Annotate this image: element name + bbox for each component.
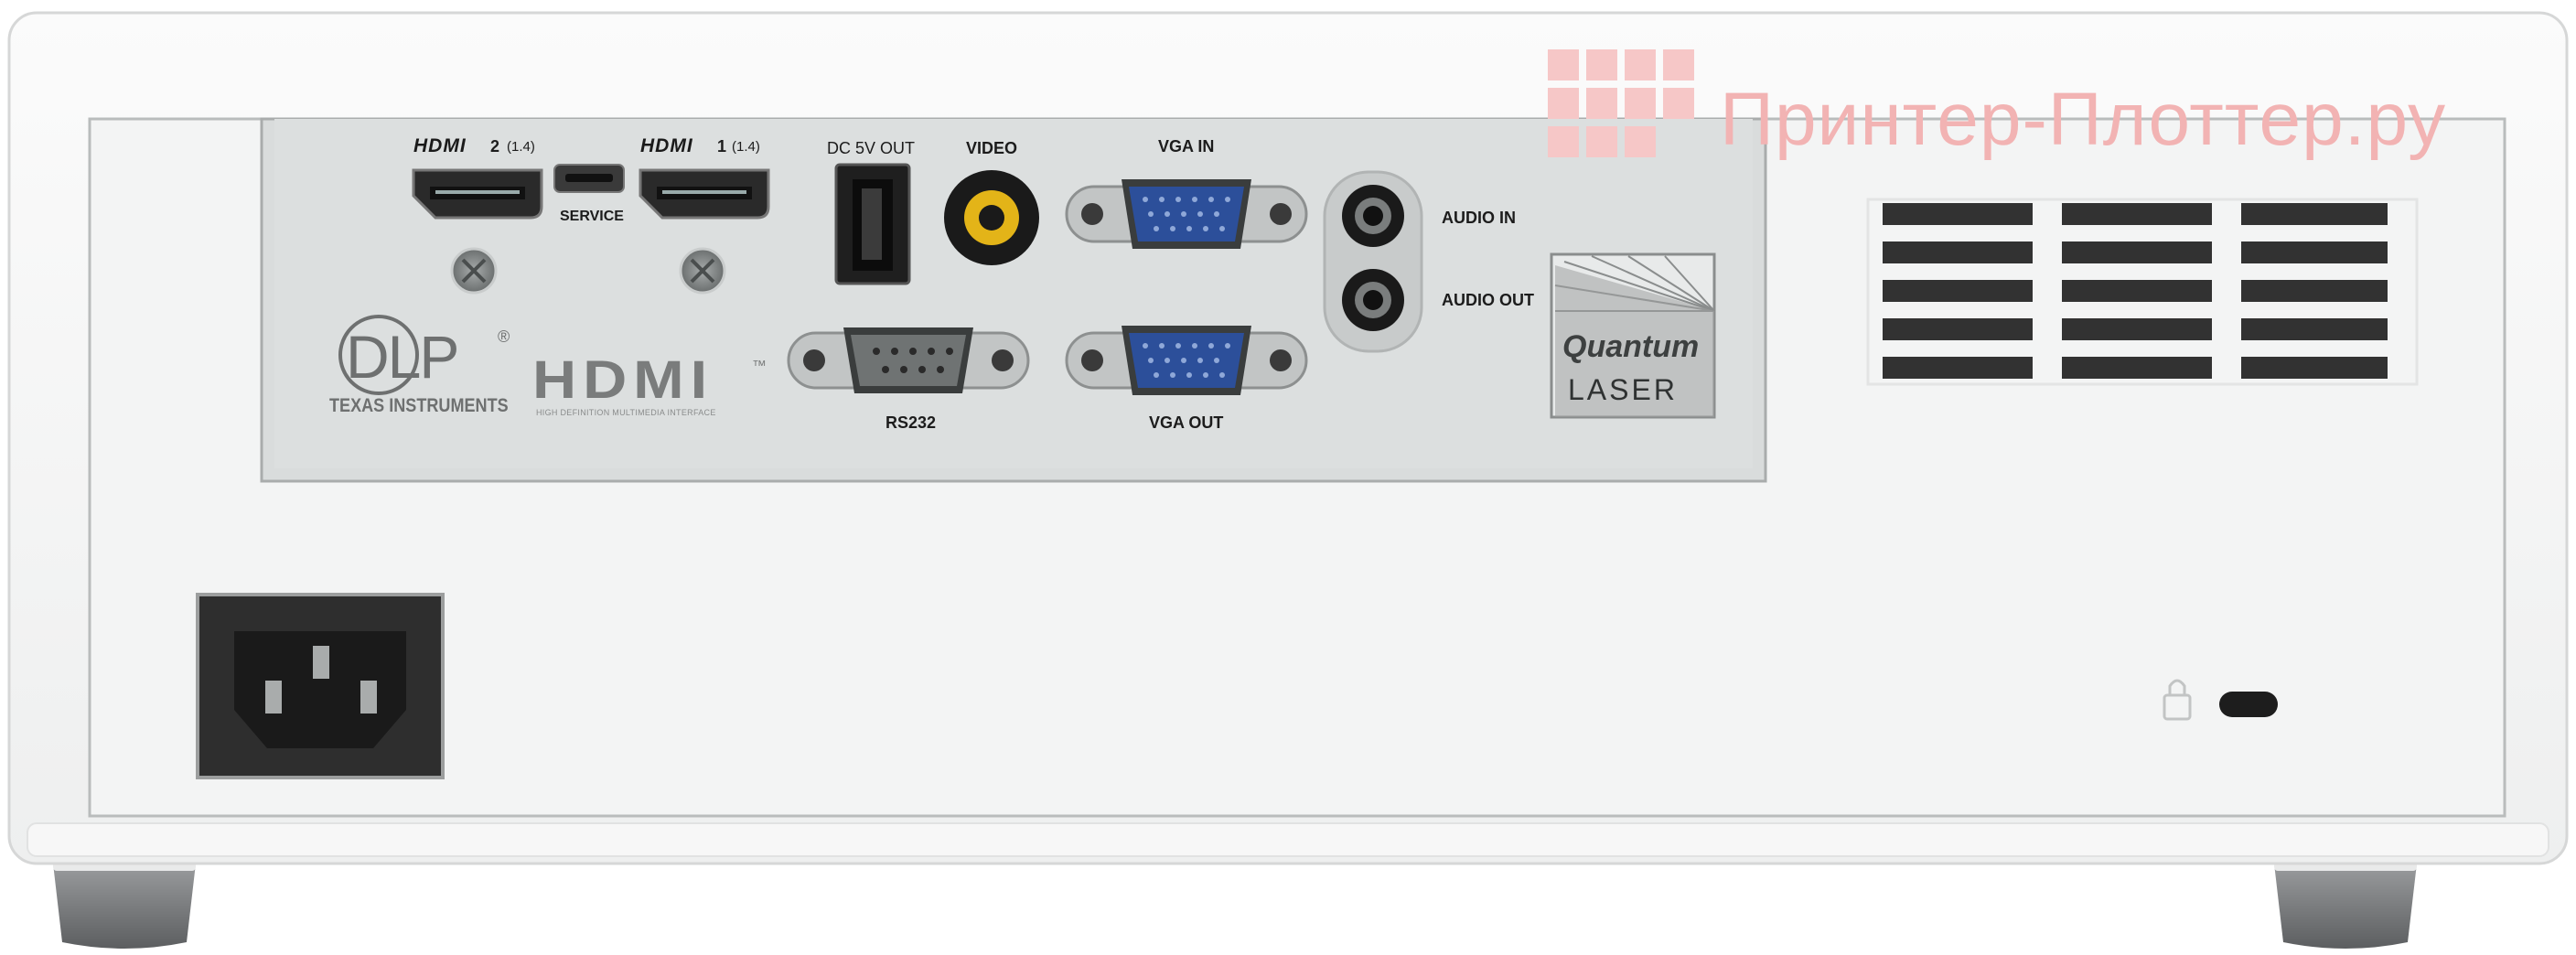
rs232-port[interactable] [787,327,1030,393]
hdmi1-port[interactable] [639,168,770,220]
rs232-label: RS232 [886,413,937,432]
audio-in-jack[interactable] [1342,185,1404,247]
audio-in-label: AUDIO IN [1442,209,1516,227]
dc-5v-out-label: DC 5V OUT [827,139,916,157]
kensington-lock-icon [2163,679,2192,721]
audio-out-jack[interactable] [1342,269,1404,331]
kensington-slot[interactable] [2219,692,2278,717]
service-label: SERVICE [560,209,624,224]
hdmi2-brand-label: HDMI [413,135,467,156]
power-inlet[interactable] [196,593,445,779]
quantum-label: Quantum [1562,329,1700,364]
cooling-vents [1883,203,2388,379]
watermark-logo-icon [1548,49,1694,157]
quantum-laser-badge [1550,252,1716,419]
dc-5v-usb-port[interactable] [834,163,911,285]
hdmi2-screw [450,247,498,295]
hdmi1-brand-label: HDMI [640,135,693,156]
hdmi1-version-label: (1.4) [732,139,760,155]
hdmi-logo-text: HDMI [532,350,714,410]
hdmi2-version-label: (1.4) [507,139,535,155]
dlp-logo-text: DLP [346,323,459,391]
texas-instruments-label: TEXAS INSTRUMENTS [329,395,509,416]
vga-out-label: VGA OUT [1149,413,1224,432]
service-port[interactable] [553,164,625,193]
hdmi-trademark: ™ [752,359,767,374]
hdmi2-number-label: 2 [490,137,500,156]
left-foot [53,858,196,949]
vga-in-label: VGA IN [1158,137,1215,156]
vga-out-port[interactable] [1065,326,1308,395]
dlp-logo-mark [338,315,419,395]
dlp-registered-mark: ® [498,327,510,346]
video-port[interactable] [944,170,1039,265]
audio-out-label: AUDIO OUT [1442,291,1534,309]
vga-in-port[interactable] [1065,179,1308,249]
right-foot [2274,858,2417,949]
hdmi1-number-label: 1 [717,137,727,156]
watermark-text: Принтер-Плоттер.ру [1720,78,2447,161]
laser-label: LASER [1568,373,1678,406]
hdmi2-port[interactable] [412,168,543,220]
hdmi1-screw [679,247,726,295]
video-label: VIDEO [966,139,1018,157]
hdmi-tagline: HIGH DEFINITION MULTIMEDIA INTERFACE [536,408,716,417]
